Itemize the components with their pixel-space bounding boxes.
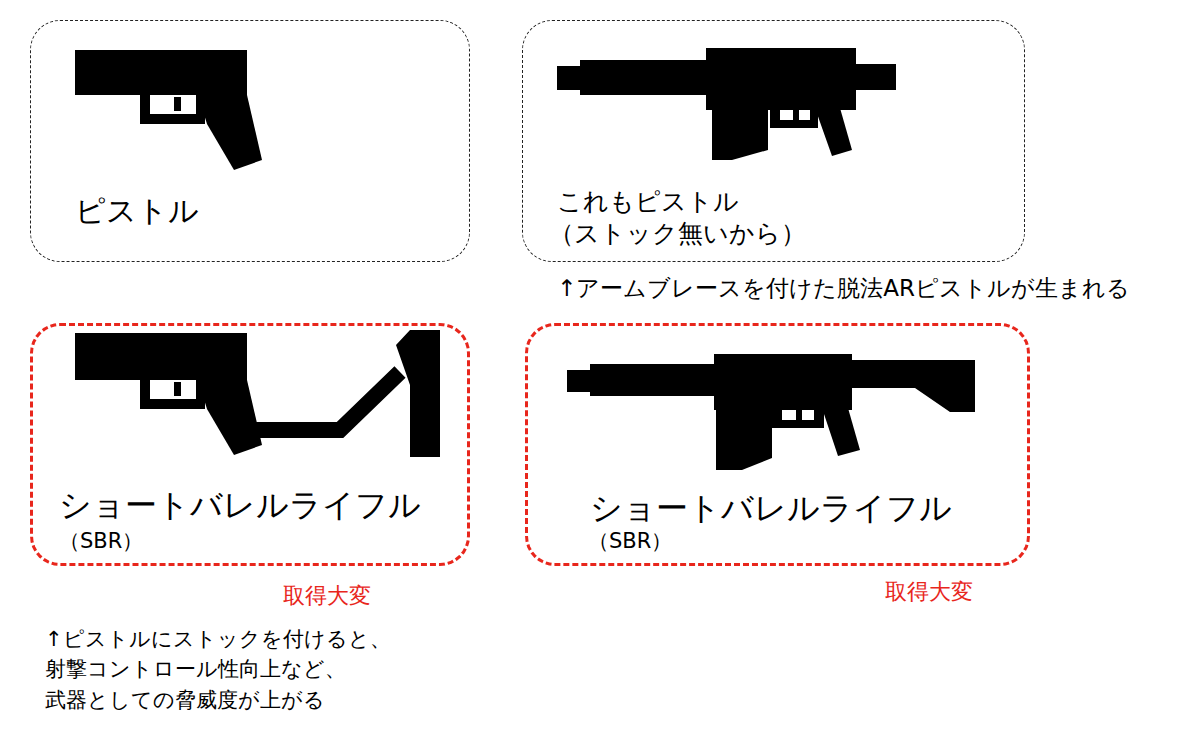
note-text: ↑ピストルにストックを付けると、 射撃コントロール性向上など、 武器としての脅威… bbox=[45, 624, 485, 715]
pistol-icon bbox=[75, 50, 262, 170]
sbr-box: ショートバレルライフル（SBR） bbox=[525, 323, 1030, 566]
note-text: ↑アームブレースを付けた脱法ARピストルが生まれる bbox=[557, 272, 1130, 305]
trigger-guard bbox=[140, 380, 205, 409]
sbr-icon bbox=[567, 354, 975, 470]
receiver bbox=[706, 48, 856, 110]
pistol-grip bbox=[198, 95, 262, 170]
trigger bbox=[174, 97, 181, 111]
trigger-guard bbox=[140, 95, 205, 124]
pistol-slide bbox=[75, 333, 247, 380]
box-title: ショートバレルライフル bbox=[59, 486, 421, 524]
trigger bbox=[174, 382, 181, 396]
ar-grip bbox=[815, 108, 852, 156]
trigger bbox=[796, 410, 802, 420]
trigger bbox=[793, 110, 799, 120]
box-title: ピストル bbox=[75, 193, 199, 229]
box-title: これもピストル bbox=[557, 187, 739, 217]
box-subtitle: （ストック無いから） bbox=[549, 219, 806, 249]
buffer-tube bbox=[854, 64, 896, 90]
ar-pistol-icon bbox=[557, 48, 896, 160]
box-subtitle: （SBR） bbox=[588, 529, 672, 554]
muzzle bbox=[557, 66, 582, 90]
box-title: ショートバレルライフル bbox=[590, 489, 952, 527]
trigger-guard bbox=[772, 408, 824, 428]
handguard bbox=[580, 60, 710, 95]
muzzle bbox=[567, 370, 592, 392]
handguard bbox=[590, 364, 718, 396]
ar-grip bbox=[822, 408, 860, 456]
stock-arm bbox=[240, 372, 400, 430]
pistol-slide bbox=[75, 50, 247, 95]
pistol-stock-icon bbox=[75, 330, 440, 457]
pistol-box: ピストル bbox=[30, 20, 470, 262]
receiver bbox=[714, 354, 852, 410]
stock bbox=[850, 360, 975, 412]
sbr-box: ショートバレルライフル （SBR） bbox=[30, 323, 470, 566]
warning-label: 取得大変 bbox=[283, 580, 371, 612]
magazine bbox=[712, 108, 768, 160]
stock-butt bbox=[396, 330, 440, 457]
trigger-guard bbox=[770, 108, 818, 128]
magazine bbox=[716, 408, 772, 470]
pistol-box: これもピストル（ストック無いから） bbox=[522, 20, 1025, 262]
warning-label: 取得大変 bbox=[885, 576, 973, 608]
box-subtitle: （SBR） bbox=[59, 529, 143, 554]
pistol-grip bbox=[198, 380, 262, 455]
